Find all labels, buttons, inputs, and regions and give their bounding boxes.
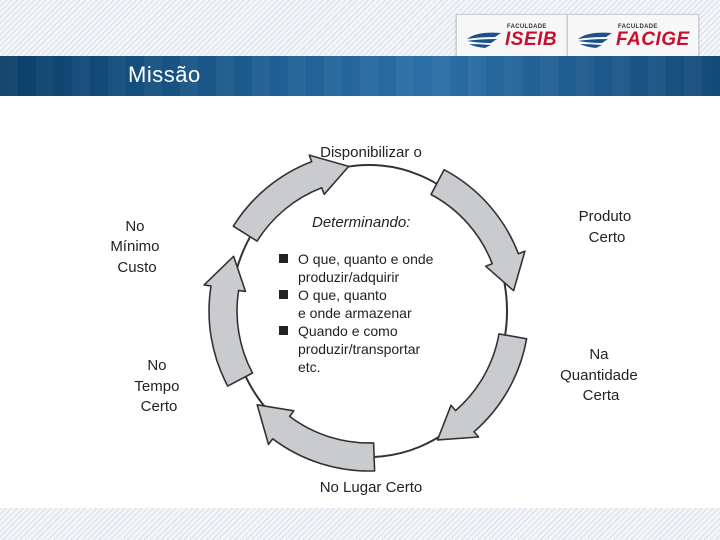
arrow-top-left: [232, 154, 350, 242]
iseib-logo-name: ISEIB: [505, 29, 558, 50]
footer-pattern: [0, 508, 720, 540]
facige-logo: FACULDADE FACIGE: [567, 14, 699, 58]
iseib-logo: FACULDADE ISEIB: [456, 14, 568, 58]
bullet-icon: [279, 254, 288, 263]
center-heading: Determinando:: [312, 214, 410, 231]
right-bottom-label: Na Quantidade Certa: [560, 346, 642, 404]
iseib-logo-small-text: FACULDADE: [507, 24, 547, 30]
arrow-top-right: [430, 168, 526, 292]
cycle-arrows: [203, 154, 528, 472]
center-item-2: O que, quanto e onde armazenar: [298, 287, 412, 321]
arrow-left: [203, 255, 254, 387]
top-label: Disponibilizar o: [320, 144, 422, 161]
facige-logo-name: FACIGE: [616, 29, 690, 50]
bullet-icon: [279, 326, 288, 335]
center-item-3: Quando e como produzir/transportar etc.: [298, 323, 424, 375]
slide-title: Missão: [128, 62, 201, 87]
bullet-icon: [279, 290, 288, 299]
bottom-label: No Lugar Certo: [320, 479, 423, 496]
title-bar: [0, 56, 720, 96]
right-top-label: Produto Certo: [579, 208, 636, 246]
arrow-bottom-left: [256, 404, 376, 472]
left-bottom-label: No Tempo Certo: [134, 357, 183, 415]
wing-icon: [467, 32, 501, 48]
arrow-bottom-right: [436, 333, 528, 441]
facige-logo-small-text: FACULDADE: [618, 24, 658, 30]
left-top-label: No Mínimo Custo: [110, 218, 163, 276]
center-item-1: O que, quanto e onde produzir/adquirir: [298, 251, 437, 285]
wing-icon: [578, 32, 612, 48]
